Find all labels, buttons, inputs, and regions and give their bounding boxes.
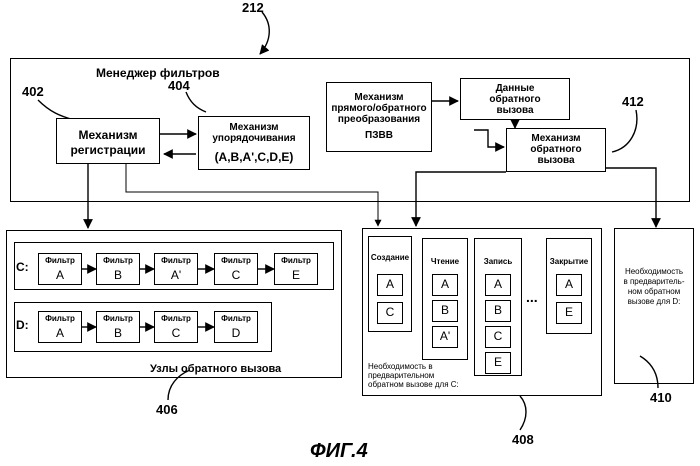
leader-212	[260, 12, 269, 54]
ops-read-item-3: A'	[432, 326, 458, 348]
node-row-d-key: D:	[16, 320, 29, 331]
conversion-line-4: ПЗВВ	[327, 130, 431, 141]
registration-line-2: регистрации	[57, 143, 159, 157]
node-row-c-key: C:	[16, 262, 29, 273]
callback-data-line-3: вызова	[461, 105, 569, 116]
callback-mechanism: Механизм обратного вызова	[506, 128, 606, 172]
ops-head-create: Создание	[369, 253, 411, 262]
need-d-line-4: вызове для D:	[615, 297, 693, 307]
ordering-line-1: Механизм	[199, 122, 309, 133]
filter-letter: B	[97, 326, 139, 340]
ops-note-line-2: предварительном	[368, 371, 434, 380]
filter-manager-title: Менеджер фильтров	[96, 68, 220, 79]
figure-caption: ФИГ.4	[310, 440, 368, 462]
filter-word: Фильтр	[155, 314, 197, 323]
ops-note-line-1: Необходимость в	[368, 362, 433, 371]
filter-c-3: ФильтрA'	[154, 253, 198, 285]
ops-read-item-1: A	[432, 274, 458, 296]
filter-c-2: ФильтрB	[96, 253, 140, 285]
conversion-line-2: прямого/обратного	[327, 103, 431, 114]
ops-read-item-2: B	[432, 300, 458, 322]
ops-close-item-2: E	[556, 302, 582, 324]
ordering-line-2: упорядочивания	[199, 133, 309, 144]
filter-word: Фильтр	[97, 256, 139, 265]
callback-nodes-label: Узлы обратного вызова	[150, 364, 281, 375]
need-d-line-2: в предваритель-	[615, 277, 693, 287]
registration-mechanism: Механизм регистрации	[56, 118, 160, 164]
ops-write-item-2: B	[485, 300, 511, 322]
ops-head-write: Запись	[475, 257, 521, 266]
ops-close-item-1: A	[556, 274, 582, 296]
ref-408: 408	[512, 432, 534, 447]
filter-word: Фильтр	[155, 256, 197, 265]
filter-c-1: ФильтрA	[38, 253, 82, 285]
need-d-line-1: Необходимость	[615, 267, 693, 277]
ops-create-item-1: A	[377, 274, 403, 296]
filter-word: Фильтр	[39, 314, 81, 323]
filter-d-1: ФильтрA	[38, 311, 82, 343]
ops-note-line-3: обратном вызове для C:	[368, 380, 459, 389]
ref-212: 212	[242, 0, 264, 15]
filter-letter: D	[215, 326, 257, 340]
filter-letter: B	[97, 268, 139, 282]
filter-letter: A	[39, 268, 81, 282]
callback-mech-line-1: Механизм	[507, 133, 605, 144]
filter-d-2: ФильтрB	[96, 311, 140, 343]
filter-letter: A	[39, 326, 81, 340]
filter-word: Фильтр	[39, 256, 81, 265]
filter-word: Фильтр	[97, 314, 139, 323]
leader-408	[520, 396, 526, 430]
ops-head-read: Чтение	[423, 257, 467, 266]
filter-word: Фильтр	[215, 314, 257, 323]
need-d-line-3: ном обратном	[615, 287, 693, 297]
filter-letter: C	[215, 268, 257, 282]
ops-head-close: Закрытие	[547, 257, 591, 266]
filter-letter: A'	[155, 268, 197, 282]
callback-data: Данные обратного вызова	[460, 78, 570, 120]
need-d-box: Необходимость в предваритель- ном обратн…	[614, 228, 694, 384]
ref-406: 406	[156, 402, 178, 417]
filter-letter: C	[155, 326, 197, 340]
callback-data-line-1: Данные	[461, 83, 569, 94]
ref-410: 410	[650, 390, 672, 405]
ops-ellipsis: ...	[526, 292, 538, 303]
callback-data-line-2: обратного	[461, 94, 569, 105]
filter-letter: E	[275, 268, 317, 282]
conversion-mechanism: Механизм прямого/обратного преобразовани…	[326, 82, 432, 152]
ops-write-item-3: C	[485, 326, 511, 348]
conversion-line-1: Механизм	[327, 92, 431, 103]
callback-mech-line-3: вызова	[507, 155, 605, 166]
filter-d-4: ФильтрD	[214, 311, 258, 343]
callback-mech-line-2: обратного	[507, 144, 605, 155]
ops-create-item-2: C	[377, 302, 403, 324]
ordering-mechanism: Механизм упорядочивания (A,B,A',C,D,E)	[198, 116, 310, 170]
ordering-list: (A,B,A',C,D,E)	[199, 151, 309, 164]
registration-line-1: Механизм	[57, 128, 159, 142]
filter-d-3: ФильтрC	[154, 311, 198, 343]
filter-c-5: ФильтрE	[274, 253, 318, 285]
filter-word: Фильтр	[275, 256, 317, 265]
filter-word: Фильтр	[215, 256, 257, 265]
ops-write-item-4: E	[485, 352, 511, 374]
conversion-line-3: преобразования	[327, 114, 431, 125]
filter-c-4: ФильтрC	[214, 253, 258, 285]
ops-write-item-1: A	[485, 274, 511, 296]
